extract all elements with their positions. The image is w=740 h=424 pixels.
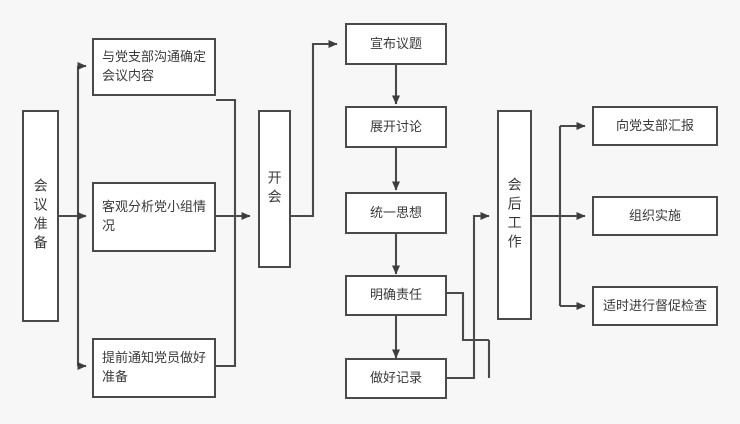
- node-report-to-branch[interactable]: 向党支部汇报: [592, 106, 718, 146]
- edge-prep-a-to-meeting: [216, 98, 237, 216]
- node-label: 做好记录: [369, 370, 422, 386]
- node-keep-records[interactable]: 做好记录: [345, 358, 447, 399]
- node-label: 展开讨论: [369, 118, 422, 134]
- node-label: 明确责任: [369, 287, 422, 303]
- node-label: 宣布议题: [369, 35, 422, 51]
- node-clarify-responsibility[interactable]: 明确责任: [345, 275, 447, 316]
- node-label: 开会: [266, 170, 283, 208]
- node-label: 会议准备: [32, 178, 49, 254]
- edge-step-4-to-after: [447, 291, 489, 342]
- edge-meeting-to-step-1: [290, 40, 338, 218]
- node-start-discussion[interactable]: 展开讨论: [345, 106, 447, 148]
- node-label: 提前通知党员做好准备: [102, 350, 207, 384]
- node-label: 向党支部汇报: [615, 117, 694, 133]
- edge-prep-c-to-meeting: [216, 216, 237, 368]
- node-post-meeting-work[interactable]: 会后工作: [497, 110, 532, 320]
- node-meeting-preparation[interactable]: 会议准备: [22, 110, 59, 322]
- node-organize-implementation[interactable]: 组织实施: [592, 196, 718, 236]
- node-hold-meeting[interactable]: 开会: [258, 110, 291, 268]
- node-label: 适时进行督促检查: [602, 297, 707, 313]
- node-label: 与党支部沟通确定会议内容: [102, 49, 207, 83]
- node-announce-agenda[interactable]: 宣布议题: [345, 23, 447, 65]
- node-communicate-with-branch[interactable]: 与党支部沟通确定会议内容: [92, 38, 216, 96]
- node-notify-members-in-advance[interactable]: 提前通知党员做好准备: [92, 338, 216, 398]
- node-analyze-group-situation[interactable]: 客观分析党小组情况: [92, 182, 216, 252]
- node-unify-thinking[interactable]: 统一思想: [345, 192, 447, 234]
- node-label: 会后工作: [506, 177, 523, 253]
- edge-step-5-to-after: [447, 212, 490, 380]
- node-label: 客观分析党小组情况: [102, 199, 207, 233]
- node-timely-supervision-check[interactable]: 适时进行督促检查: [592, 286, 718, 326]
- node-label: 统一思想: [369, 204, 422, 220]
- node-label: 组织实施: [628, 207, 681, 223]
